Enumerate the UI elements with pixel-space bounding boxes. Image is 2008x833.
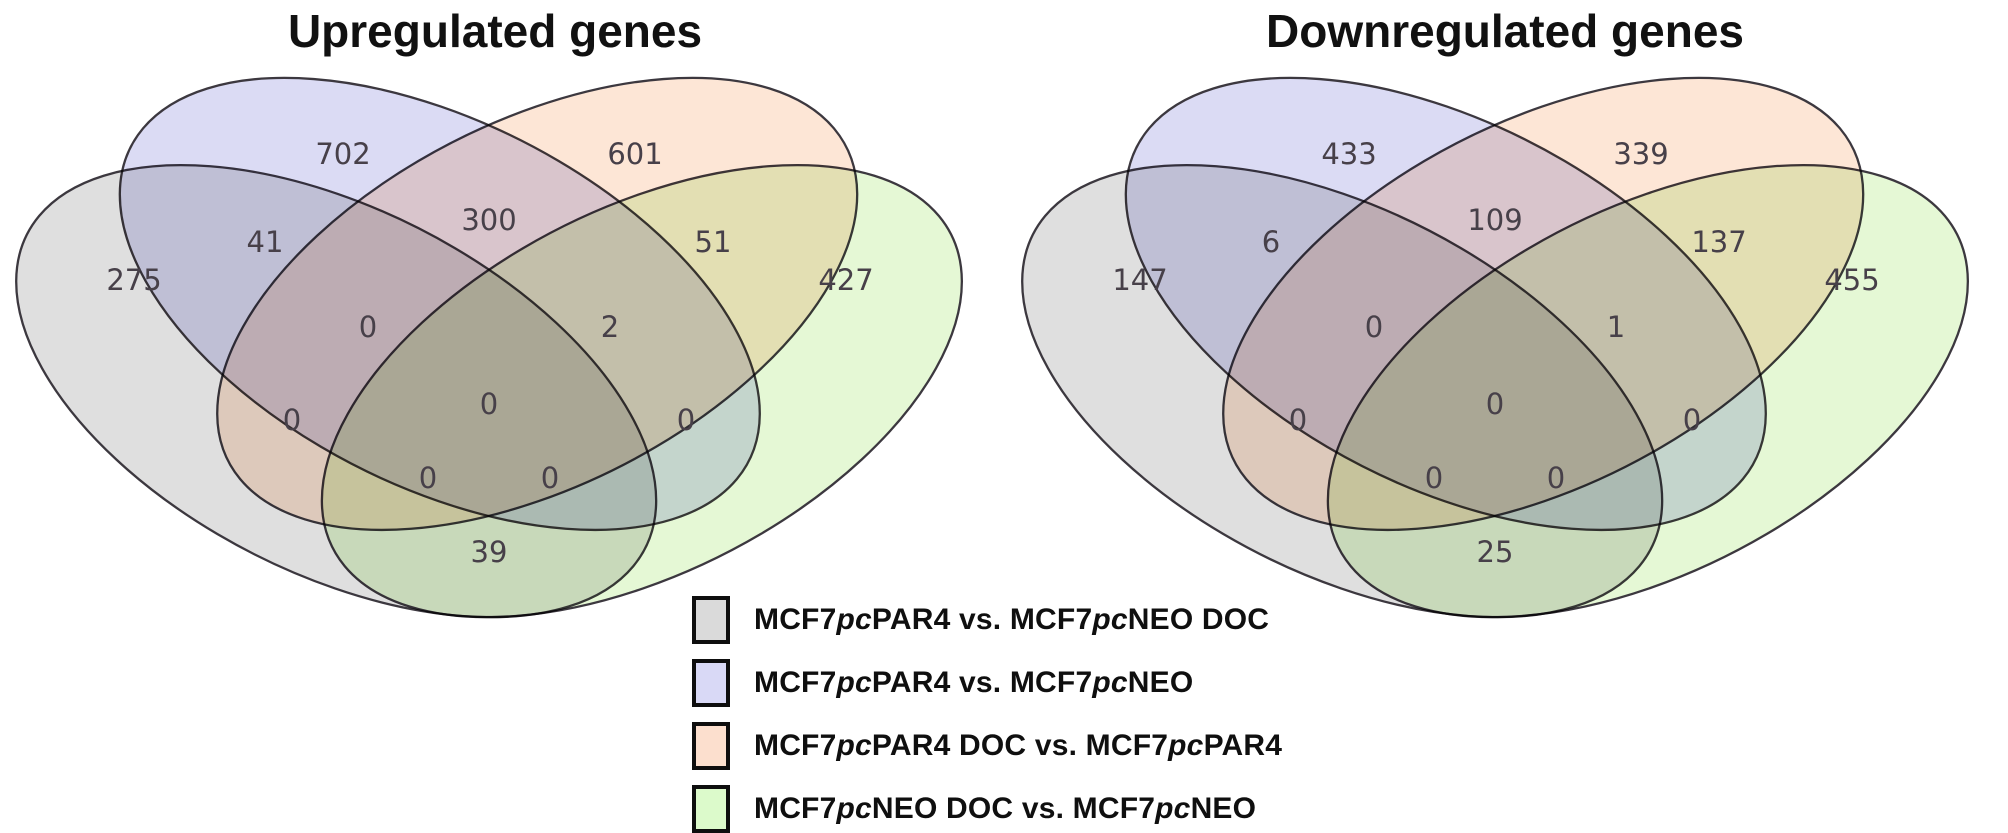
ellipse-group — [0, 0, 1058, 709]
count-a: 147 — [1112, 263, 1167, 297]
legend-text-segment-italic: pc — [1092, 666, 1128, 699]
legend-text-segment: MCF7 — [754, 603, 837, 636]
legend-item-set-c: MCF7pcPAR4 DOC vs. MCF7pcPAR4 — [692, 722, 1282, 770]
count-bc: 109 — [1467, 203, 1522, 237]
count-c: 601 — [607, 137, 662, 171]
count-abc: 0 — [1365, 310, 1383, 344]
count-abc: 0 — [359, 310, 377, 344]
legend-text-segment-italic: pc — [836, 666, 872, 699]
region-count-labels: 275 702 601 427 41 300 51 0 2 0 0 0 0 0 39 — [106, 137, 873, 569]
legend-item-set-b: MCF7pcPAR4 vs. MCF7pcNEO — [692, 659, 1282, 707]
legend-text-segment: NEO — [1127, 666, 1194, 699]
count-abd: 0 — [541, 461, 559, 495]
set-d-ellipse — [226, 73, 1058, 709]
count-bcd: 1 — [1607, 310, 1625, 344]
count-ab: 41 — [247, 225, 284, 259]
count-abd: 0 — [1547, 461, 1565, 495]
legend-swatch-set-a — [692, 596, 730, 644]
legend-text-segment: MCF7 — [754, 792, 837, 825]
legend-swatch-set-d — [692, 785, 730, 833]
count-cd: 51 — [695, 225, 732, 259]
legend-text-segment-italic: pc — [1168, 729, 1204, 762]
legend: MCF7pcPAR4 vs. MCF7pcNEO DOC MCF7pcPAR4 … — [692, 596, 1282, 833]
legend-label-set-d: MCF7pcNEO DOC vs. MCF7pcNEO — [754, 792, 1256, 826]
count-ac: 0 — [1289, 403, 1307, 437]
count-ad: 39 — [471, 535, 508, 569]
legend-label-set-a: MCF7pcPAR4 vs. MCF7pcNEO DOC — [754, 603, 1269, 637]
count-bc: 300 — [461, 203, 516, 237]
count-d: 455 — [1824, 263, 1879, 297]
legend-text-segment-italic: pc — [836, 603, 872, 636]
count-acd: 0 — [419, 461, 437, 495]
region-count-labels: 147 433 339 455 6 109 137 0 1 0 0 0 0 0 25 — [1112, 137, 1879, 569]
ellipse-group — [926, 0, 2008, 709]
legend-swatch-set-c — [692, 722, 730, 770]
count-bcd: 2 — [601, 310, 619, 344]
legend-text-segment-italic: pc — [836, 792, 872, 825]
count-c: 339 — [1613, 137, 1668, 171]
count-bd: 0 — [1683, 403, 1701, 437]
venn-diagram-downregulated: 147 433 339 455 6 109 137 0 1 0 0 0 0 0 25 — [1022, 78, 1968, 617]
legend-text-segment-italic: pc — [1155, 792, 1191, 825]
count-cd: 137 — [1691, 225, 1746, 259]
set-d-ellipse — [1232, 73, 2008, 709]
legend-text-segment: PAR4 vs. MCF7 — [871, 666, 1093, 699]
legend-text-segment-italic: pc — [836, 729, 872, 762]
legend-item-set-d: MCF7pcNEO DOC vs. MCF7pcNEO — [692, 785, 1282, 833]
legend-text-segment: MCF7 — [754, 729, 837, 762]
count-abcd: 0 — [1486, 387, 1504, 421]
legend-text-segment-italic: pc — [1092, 603, 1128, 636]
legend-text-segment: NEO DOC vs. MCF7 — [871, 792, 1156, 825]
legend-text-segment: NEO — [1190, 792, 1257, 825]
count-d: 427 — [818, 263, 873, 297]
count-b: 433 — [1321, 137, 1376, 171]
legend-item-set-a: MCF7pcPAR4 vs. MCF7pcNEO DOC — [692, 596, 1282, 644]
count-a: 275 — [106, 263, 161, 297]
count-ad: 25 — [1477, 535, 1514, 569]
legend-text-segment: PAR4 vs. MCF7 — [871, 603, 1093, 636]
legend-text-segment: PAR4 — [1203, 729, 1283, 762]
legend-text-segment: PAR4 DOC vs. MCF7 — [871, 729, 1169, 762]
count-ab: 6 — [1262, 225, 1280, 259]
legend-label-set-c: MCF7pcPAR4 DOC vs. MCF7pcPAR4 — [754, 729, 1282, 763]
legend-label-set-b: MCF7pcPAR4 vs. MCF7pcNEO — [754, 666, 1193, 700]
count-abcd: 0 — [480, 387, 498, 421]
count-b: 702 — [315, 137, 370, 171]
legend-text-segment: MCF7 — [754, 666, 837, 699]
venn-diagram-upregulated: 275 702 601 427 41 300 51 0 2 0 0 0 0 0 39 — [16, 78, 962, 617]
right-venn-title: Downregulated genes — [1266, 5, 1744, 57]
legend-swatch-set-b — [692, 659, 730, 707]
left-venn-title: Upregulated genes — [287, 5, 703, 57]
legend-text-segment: NEO DOC — [1127, 603, 1270, 636]
count-ac: 0 — [283, 403, 301, 437]
count-bd: 0 — [677, 403, 695, 437]
count-acd: 0 — [1425, 461, 1443, 495]
